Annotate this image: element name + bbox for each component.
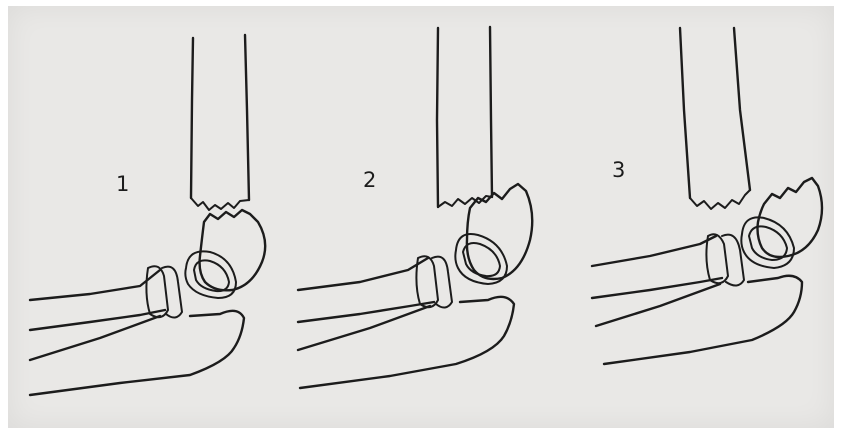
panel-2-radius [298, 258, 428, 290]
panel-2-humerus-shaft [437, 28, 438, 207]
panel-3-radial-head [706, 234, 728, 283]
panel-1-crossing-line [30, 316, 160, 360]
panel-3-radius [592, 236, 716, 266]
panel-1-radius [30, 310, 165, 330]
panel-1-humerus-shaft [245, 35, 249, 200]
panel-3-distal-fragment [758, 178, 823, 257]
panel-3-fracture-line [690, 190, 750, 209]
panel-label-2: 2 [363, 170, 376, 191]
panel-3-radius [592, 278, 722, 298]
panel-1-fracture-line [191, 198, 249, 210]
panel-3-humerus-shaft [734, 28, 750, 190]
panel-2-humerus-shaft [490, 27, 492, 197]
panel-1-humerus-shaft [191, 38, 193, 198]
panel-3-drawing [592, 28, 822, 364]
panel-label-1: 1 [116, 174, 129, 195]
panel-2-ulna [300, 297, 514, 388]
panel-3-humerus-shaft [680, 28, 690, 198]
panel-1-radius [30, 270, 160, 300]
panel-label-3: 3 [612, 160, 625, 181]
panel-2-drawing [298, 27, 532, 388]
panel-1-distal-fragment [200, 210, 266, 290]
panel-1-drawing [30, 35, 265, 395]
panel-3-crossing-line [596, 284, 720, 326]
